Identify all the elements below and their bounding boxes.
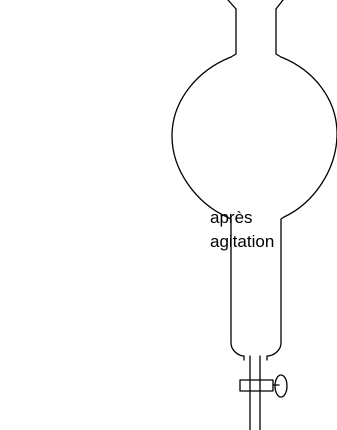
funnel-right-outline: [266, 0, 337, 361]
caption-line-1: après: [210, 208, 253, 227]
funnel-left-outline: [171, 0, 245, 361]
stopcock-key: [239, 374, 288, 398]
caption-label: après agitation: [210, 206, 274, 254]
drain-tube: [249, 355, 261, 430]
caption-line-2: agitation: [210, 232, 275, 251]
